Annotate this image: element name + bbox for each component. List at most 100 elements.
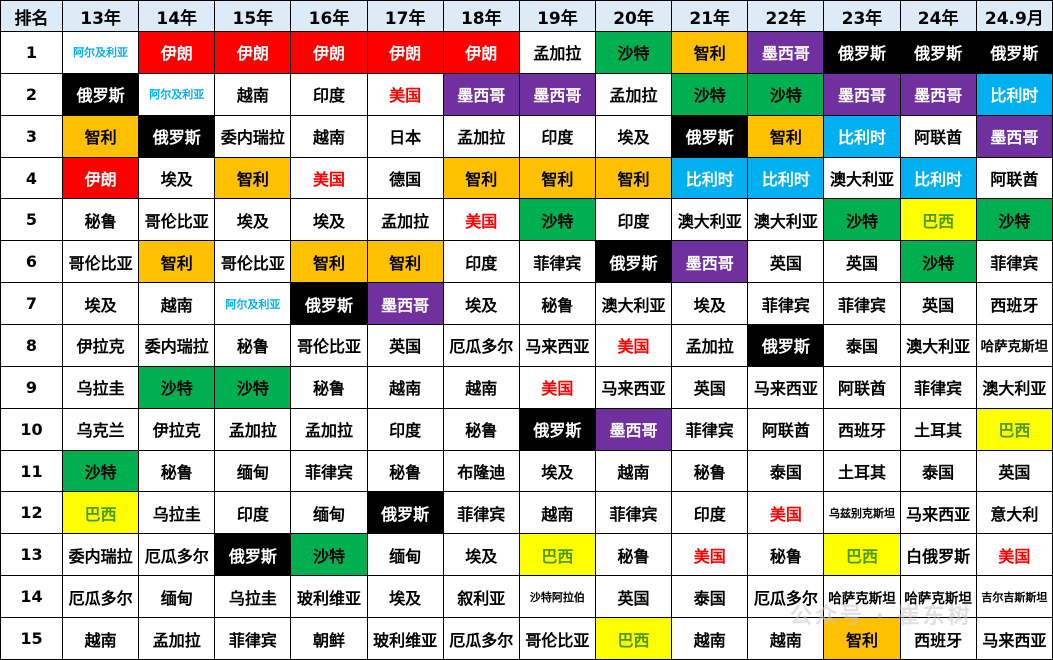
country-cell: 阿尔及利亚 [138,72,216,116]
country-cell: 俄罗斯 [518,407,596,451]
country-cell: 沙特 [671,72,749,116]
country-cell: 印度 [214,491,292,535]
header-period: 22年 [747,0,825,32]
country-cell: 哥伦比亚 [290,324,368,367]
country-cell: 墨西哥 [518,72,596,116]
country-cell: 巴西 [823,533,901,577]
country-cell: 泰国 [671,575,749,619]
rank-cell: 1 [0,31,63,74]
header-period: 21年 [671,0,749,32]
country-cell: 吉尔吉斯斯坦 [975,575,1053,619]
country-cell: 菲律宾 [823,282,901,326]
country-cell: 印度 [442,240,520,284]
country-cell: 委内瑞拉 [138,324,216,367]
country-cell: 朝鲜 [290,617,368,660]
country-cell: 伊朗 [61,156,140,200]
country-cell: 秘鲁 [594,533,673,577]
country-cell: 西班牙 [975,282,1053,326]
country-cell: 阿尔及利亚 [61,31,140,74]
country-cell: 阿联酋 [747,407,825,451]
country-cell: 埃及 [290,198,368,242]
country-cell: 俄罗斯 [366,491,444,535]
country-cell: 孟加拉 [366,198,444,242]
country-cell: 越南 [594,449,673,493]
country-cell: 阿联酋 [899,114,977,158]
country-cell: 俄罗斯 [975,31,1053,74]
country-cell: 伊朗 [442,31,520,74]
country-cell: 越南 [518,491,596,535]
country-cell: 英国 [899,282,977,326]
country-cell: 埃及 [442,533,520,577]
country-cell: 菲律宾 [671,407,749,451]
country-cell: 巴西 [518,533,596,577]
country-cell: 哥伦比亚 [138,198,216,242]
country-cell: 伊拉克 [61,324,140,367]
country-cell: 俄罗斯 [594,240,673,284]
country-cell: 泰国 [899,449,977,493]
country-cell: 英国 [594,575,673,619]
country-cell: 孟加拉 [290,407,368,451]
rank-cell: 11 [0,449,63,493]
country-cell: 智利 [290,240,368,284]
country-cell: 厄瓜多尔 [442,324,520,367]
country-cell: 俄罗斯 [214,533,292,577]
country-cell: 布隆迪 [442,449,520,493]
country-cell: 秘鲁 [366,449,444,493]
country-cell: 哈萨克斯坦 [823,575,901,619]
country-cell: 厄瓜多尔 [138,533,216,577]
country-cell: 西班牙 [899,617,977,660]
country-cell: 阿联酋 [823,365,901,409]
country-cell: 俄罗斯 [671,114,749,158]
country-cell: 墨西哥 [442,72,520,116]
country-cell: 英国 [366,324,444,367]
country-cell: 沙特 [594,31,673,74]
country-cell: 玻利维亚 [290,575,368,619]
country-cell: 孟加拉 [594,72,673,116]
country-cell: 马来西亚 [747,365,825,409]
country-cell: 墨西哥 [899,72,977,116]
country-cell: 英国 [747,240,825,284]
country-cell: 智利 [823,617,901,660]
country-cell: 埃及 [214,198,292,242]
country-cell: 澳大利亚 [671,198,749,242]
header-rank: 排名 [0,0,63,32]
country-cell: 乌拉圭 [61,365,140,409]
country-cell: 美国 [442,198,520,242]
country-cell: 玻利维亚 [366,617,444,660]
country-cell: 英国 [975,449,1053,493]
country-cell: 印度 [518,114,596,158]
country-cell: 越南 [214,72,292,116]
country-cell: 澳大利亚 [594,282,673,326]
country-cell: 澳大利亚 [975,365,1053,409]
country-cell: 美国 [747,491,825,535]
country-cell: 秘鲁 [138,449,216,493]
country-cell: 印度 [671,491,749,535]
country-cell: 智利 [138,240,216,284]
country-cell: 哥伦比亚 [214,240,292,284]
country-cell: 墨西哥 [975,114,1053,158]
country-cell: 越南 [61,617,140,660]
country-cell: 缅甸 [366,533,444,577]
rank-cell: 9 [0,365,63,409]
country-cell: 越南 [442,365,520,409]
country-cell: 菲律宾 [594,491,673,535]
country-cell: 孟加拉 [442,114,520,158]
country-cell: 缅甸 [290,491,368,535]
country-cell: 菲律宾 [442,491,520,535]
rank-cell: 4 [0,156,63,200]
country-cell: 智利 [747,114,825,158]
country-cell: 智利 [518,156,596,200]
country-cell: 沙特 [138,365,216,409]
header-period: 23年 [823,0,901,32]
rank-cell: 14 [0,575,63,619]
header-period: 17年 [366,0,444,32]
country-cell: 泰国 [747,449,825,493]
